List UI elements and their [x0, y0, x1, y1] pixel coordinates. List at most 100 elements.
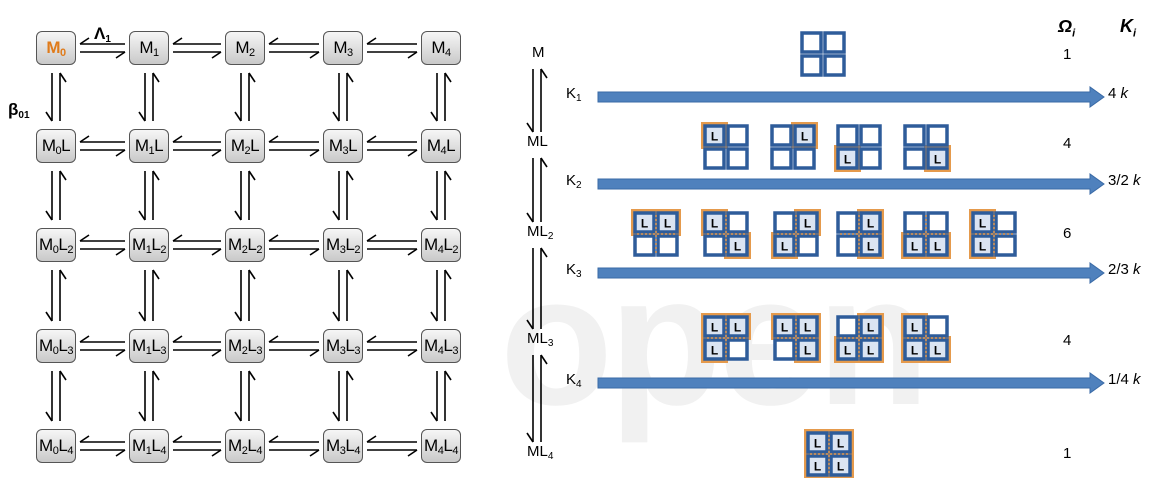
receptor-subunit [836, 315, 859, 338]
reaction-arrowhead [211, 248, 222, 256]
reaction-arrowhead [115, 51, 126, 59]
transition-arrow [597, 173, 1105, 195]
reaction-arrowhead [366, 335, 377, 343]
receptor-subunit [829, 431, 852, 454]
ligand-label: L [867, 344, 874, 358]
receptor-subunit [994, 211, 1017, 234]
reaction-arrowhead [211, 449, 222, 457]
receptor-subunit [903, 147, 926, 170]
receptor-subunit [796, 315, 819, 338]
reaction-arrowhead [248, 170, 256, 181]
degeneracy-value: 1 [1063, 46, 1072, 63]
state-node: M0 [36, 31, 76, 65]
receptor-subunit [836, 147, 859, 170]
reaction-arrowhead [407, 248, 418, 256]
rate-constant-lambda: Λ1 [94, 24, 111, 45]
ligand-label: L [734, 321, 741, 335]
receptor-subunit [703, 338, 726, 361]
reaction-arrowhead [152, 72, 160, 83]
level-label: ML4 [527, 443, 554, 462]
reaction-arrowhead [526, 212, 534, 223]
receptor-subunit [633, 211, 656, 234]
receptor-subunit [633, 234, 656, 257]
reaction-arrowhead [234, 111, 242, 122]
reaction-arrowhead [268, 37, 279, 45]
receptor-subunit [793, 147, 816, 170]
state-node: M3L2 [323, 228, 363, 262]
reaction-arrowhead [540, 157, 548, 168]
reaction-arrowhead [59, 370, 67, 381]
state-node: M2L3 [225, 329, 265, 363]
state-node: M3L4 [323, 429, 363, 463]
reaction-arrowhead [430, 311, 438, 322]
receptor-subunit [773, 234, 796, 257]
ligand-label: L [911, 321, 918, 335]
receptor-subunit [703, 315, 726, 338]
transition-arrow [597, 262, 1105, 284]
transition-label: K1 [566, 85, 582, 104]
reaction-arrowhead [309, 248, 320, 256]
ligand-label: L [804, 217, 811, 231]
reaction-arrowhead [430, 111, 438, 122]
ligand-label: L [844, 153, 851, 167]
transition-label: K3 [566, 261, 582, 280]
receptor-subunit [703, 234, 726, 257]
reaction-arrowhead [332, 210, 340, 221]
receptor-subunit [800, 54, 823, 77]
reaction-arrowhead [444, 370, 452, 381]
receptor-configuration: LL [969, 209, 1017, 259]
receptor-subunit [726, 124, 749, 147]
receptor-configuration: LL [701, 209, 751, 259]
reaction-arrowhead [268, 335, 279, 343]
state-node: M4L3 [421, 329, 461, 363]
receptor-subunit [926, 338, 949, 361]
rate-constant-beta: β01 [8, 100, 30, 121]
receptor-subunit [971, 211, 994, 234]
reaction-arrowhead [79, 37, 90, 45]
reaction-arrowhead [45, 311, 53, 322]
reaction-arrowhead [59, 72, 67, 83]
receptor-subunit [703, 211, 726, 234]
transition-rate: 3/2 k [1108, 172, 1141, 189]
receptor-configuration: LL [836, 209, 884, 259]
reaction-arrowhead [407, 51, 418, 59]
state-node: M1L3 [129, 329, 169, 363]
reaction-arrowhead [309, 149, 320, 157]
reaction-arrowhead [45, 411, 53, 422]
state-node: M1L [129, 129, 169, 163]
reaction-arrowhead [138, 111, 146, 122]
ligand-label: L [711, 130, 718, 144]
degeneracy-value: 4 [1063, 135, 1072, 152]
reaction-arrowhead [152, 269, 160, 280]
receptor-subunit [859, 124, 882, 147]
reaction-arrowhead [115, 349, 126, 357]
ligand-label: L [781, 240, 788, 254]
reaction-arrowhead [172, 37, 183, 45]
transition-label: K2 [566, 172, 582, 191]
level-label: ML [527, 133, 548, 150]
ligand-label: L [934, 344, 941, 358]
receptor-subunit [971, 234, 994, 257]
transition-arrow [597, 86, 1105, 108]
state-node: M3L [323, 129, 363, 163]
ligand-label: L [814, 460, 821, 474]
reaction-arrowhead [430, 411, 438, 422]
receptor-configuration: L [701, 122, 749, 170]
reaction-arrowhead [540, 68, 548, 79]
state-node: M2L4 [225, 429, 265, 463]
reaction-arrowhead [234, 411, 242, 422]
receptor-configuration [800, 31, 846, 77]
receptor-subunit [859, 234, 882, 257]
receptor-subunit [796, 234, 819, 257]
receptor-subunit [703, 147, 726, 170]
state-node: M3 [323, 31, 363, 65]
receptor-subunit [726, 338, 749, 361]
ligand-label: L [664, 217, 671, 231]
receptor-subunit [773, 315, 796, 338]
receptor-subunit [829, 454, 852, 477]
receptor-subunit [836, 211, 859, 234]
reaction-arrowhead [138, 311, 146, 322]
ligand-label: L [781, 321, 788, 335]
